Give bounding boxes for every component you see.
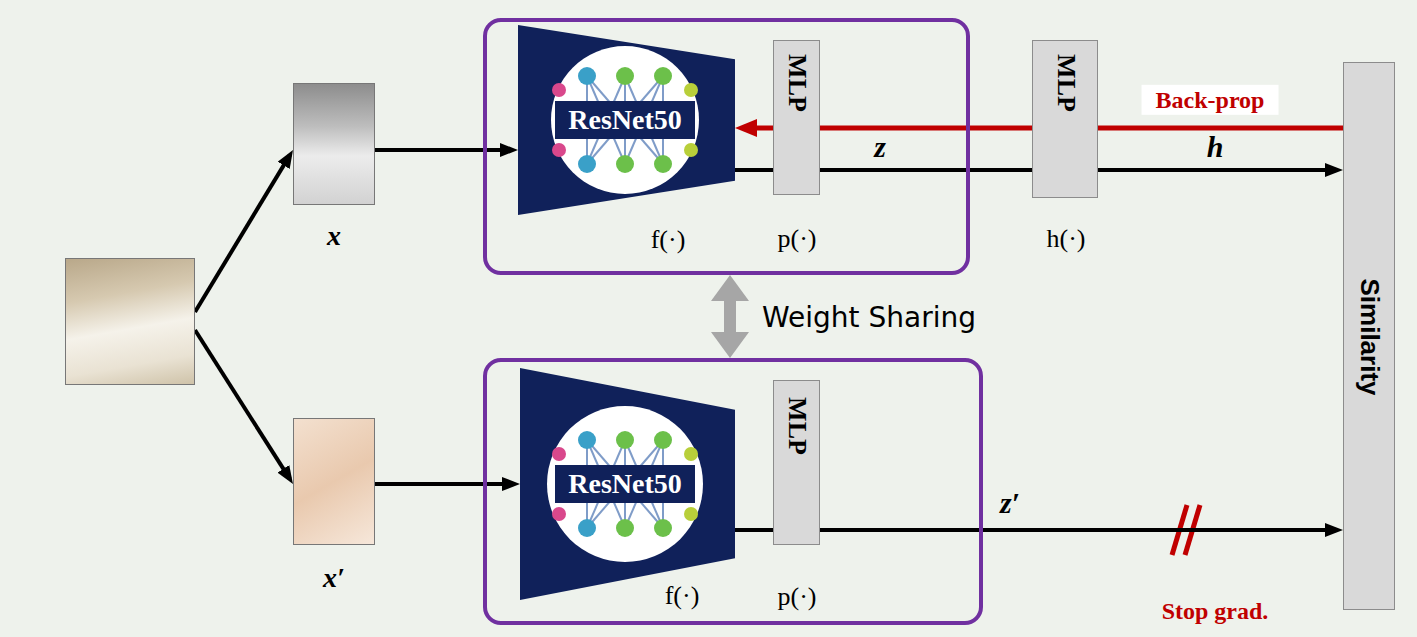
- view-label: x: [327, 221, 341, 252]
- block-label: Similarity: [1356, 278, 1385, 395]
- connector-arrow: [735, 168, 773, 172]
- function-label: f(·): [665, 582, 700, 611]
- edge-label: z: [874, 130, 886, 163]
- mlp-block: MLPp(·): [773, 380, 820, 545]
- block-label: MLP: [783, 397, 812, 455]
- block-label: MLP: [783, 54, 812, 112]
- encoder-frame: ResNet50f(·)MLPp(·): [483, 18, 970, 275]
- function-label: p(·): [778, 225, 817, 254]
- similarity-block: Similarity: [1343, 62, 1395, 610]
- photo-thumbnail: x: [293, 83, 375, 205]
- connector-arrow: [1098, 168, 1337, 172]
- network-name: ResNet50: [568, 105, 682, 136]
- connector-arrow: [820, 528, 1337, 532]
- connector-arrow: [375, 482, 514, 486]
- mlp-block: MLPh(·): [1032, 40, 1098, 198]
- photo-thumbnail: x′: [293, 418, 375, 545]
- block-label: MLP: [1052, 54, 1081, 112]
- connector-arrow: [724, 291, 736, 342]
- note-label: Stop grad.: [1162, 598, 1269, 624]
- edge-label: Weight Sharing: [762, 303, 976, 334]
- connector-arrow: [195, 330, 290, 479]
- mlp-block: MLPp(·): [773, 40, 820, 195]
- photo-thumbnail: [65, 258, 195, 385]
- encoder-frame: ResNet50f(·)MLPp(·): [483, 358, 983, 625]
- function-label: h(·): [1047, 225, 1086, 254]
- backbone-network: ResNet50f(·): [520, 368, 735, 600]
- edge-label: z′: [1000, 486, 1020, 519]
- backbone-network: ResNet50f(·): [518, 25, 735, 215]
- network-name: ResNet50: [568, 469, 682, 500]
- connector-arrow: [195, 155, 290, 312]
- function-label: f(·): [651, 226, 686, 255]
- view-label: x′: [323, 563, 345, 594]
- edge-label: h: [1207, 130, 1224, 163]
- function-label: p(·): [778, 583, 817, 612]
- connector-arrow: [820, 168, 1032, 172]
- connector-arrow: [375, 148, 512, 152]
- connector-arrow: [735, 528, 773, 532]
- edge-label: Back-prop: [1142, 85, 1279, 115]
